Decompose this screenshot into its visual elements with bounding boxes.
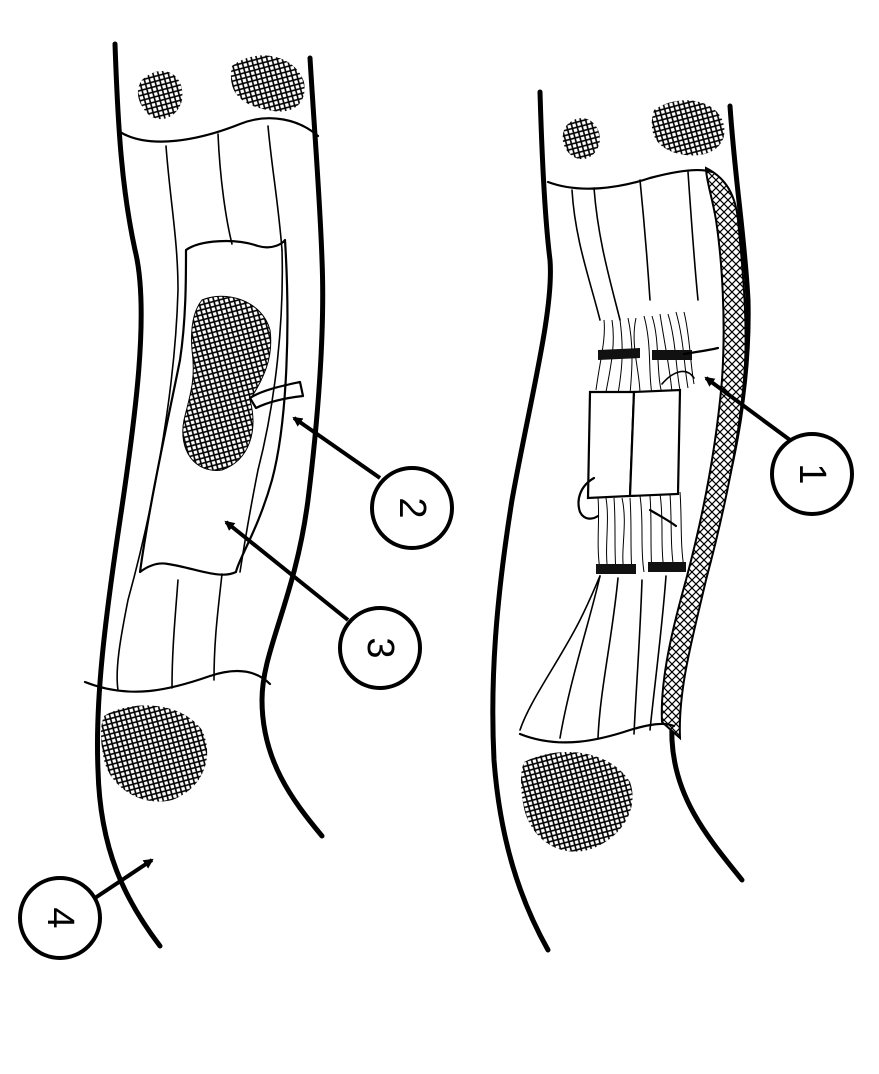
left-wire-stub (248, 380, 305, 410)
left-conductor-line (116, 145, 179, 691)
right-conductor-line (639, 179, 651, 301)
callout-1: 1 (704, 376, 854, 516)
right-crimp-band (652, 350, 692, 360)
right-cable-braid-shield (660, 166, 747, 741)
left-jacket-mesh (137, 70, 183, 120)
right-jacket-mesh (521, 751, 633, 852)
right-conductor-line (593, 187, 621, 321)
callout-1-arrow (704, 376, 792, 442)
right-conductor-line (559, 575, 601, 739)
callout-4-label: 4 (39, 907, 81, 928)
left-jacket-cut-top (118, 117, 320, 143)
left-damage-mesh (182, 295, 272, 471)
left-repair-sleeve (138, 238, 289, 576)
right-cable (490, 89, 751, 953)
right-jacket-mesh (651, 100, 725, 156)
callout-3-arrow (224, 520, 350, 622)
left-jacket-mesh (101, 705, 208, 802)
right-crimp-band (648, 562, 686, 572)
callout-1-circle (770, 432, 854, 516)
callout-3-label: 3 (359, 637, 401, 658)
callout-2: 2 (292, 416, 454, 550)
left-conductor-line (171, 579, 179, 689)
callout-3-circle (338, 606, 422, 690)
right-splice-sleeve (586, 390, 636, 500)
callout-2-arrow (292, 416, 382, 480)
right-jacket-cut-top (546, 168, 714, 190)
left-jacket-cut-bottom (83, 669, 272, 693)
right-crimp-band (598, 348, 640, 360)
left-cable-outer-left-edge (94, 41, 163, 949)
right-cable-outer-left-edge (490, 89, 553, 953)
right-jacket-mesh (562, 118, 600, 160)
callout-2-label: 2 (391, 497, 433, 518)
left-conductor-line (213, 573, 223, 681)
callout-4-circle (18, 876, 102, 960)
right-lead-wire (648, 508, 678, 528)
right-lead-wire (577, 476, 600, 520)
left-conductor-line (217, 133, 233, 245)
right-lead-wire (682, 346, 720, 356)
right-conductor-line (519, 575, 601, 731)
right-splice-wires-lower (597, 491, 685, 573)
right-conductor-line (633, 579, 643, 735)
right-conductor-line (649, 575, 667, 731)
right-conductor-line (597, 577, 619, 739)
left-cable-outer-right-edge (259, 55, 326, 839)
right-conductor-line (571, 189, 601, 321)
callout-3: 3 (224, 520, 422, 690)
callout-4-arrow (90, 858, 154, 902)
left-conductor-line (267, 125, 283, 251)
right-jacket-cut-bottom (518, 722, 676, 744)
right-conductor-line (687, 171, 699, 301)
left-cable (83, 41, 326, 949)
left-jacket-mesh (230, 55, 305, 112)
callout-2-circle (370, 466, 454, 550)
right-lead-wire (661, 370, 695, 385)
right-crimp-band (596, 564, 636, 574)
right-splice-sleeve (628, 388, 682, 498)
callout-1-label: 1 (791, 463, 833, 484)
callout-4: 4 (18, 858, 154, 960)
